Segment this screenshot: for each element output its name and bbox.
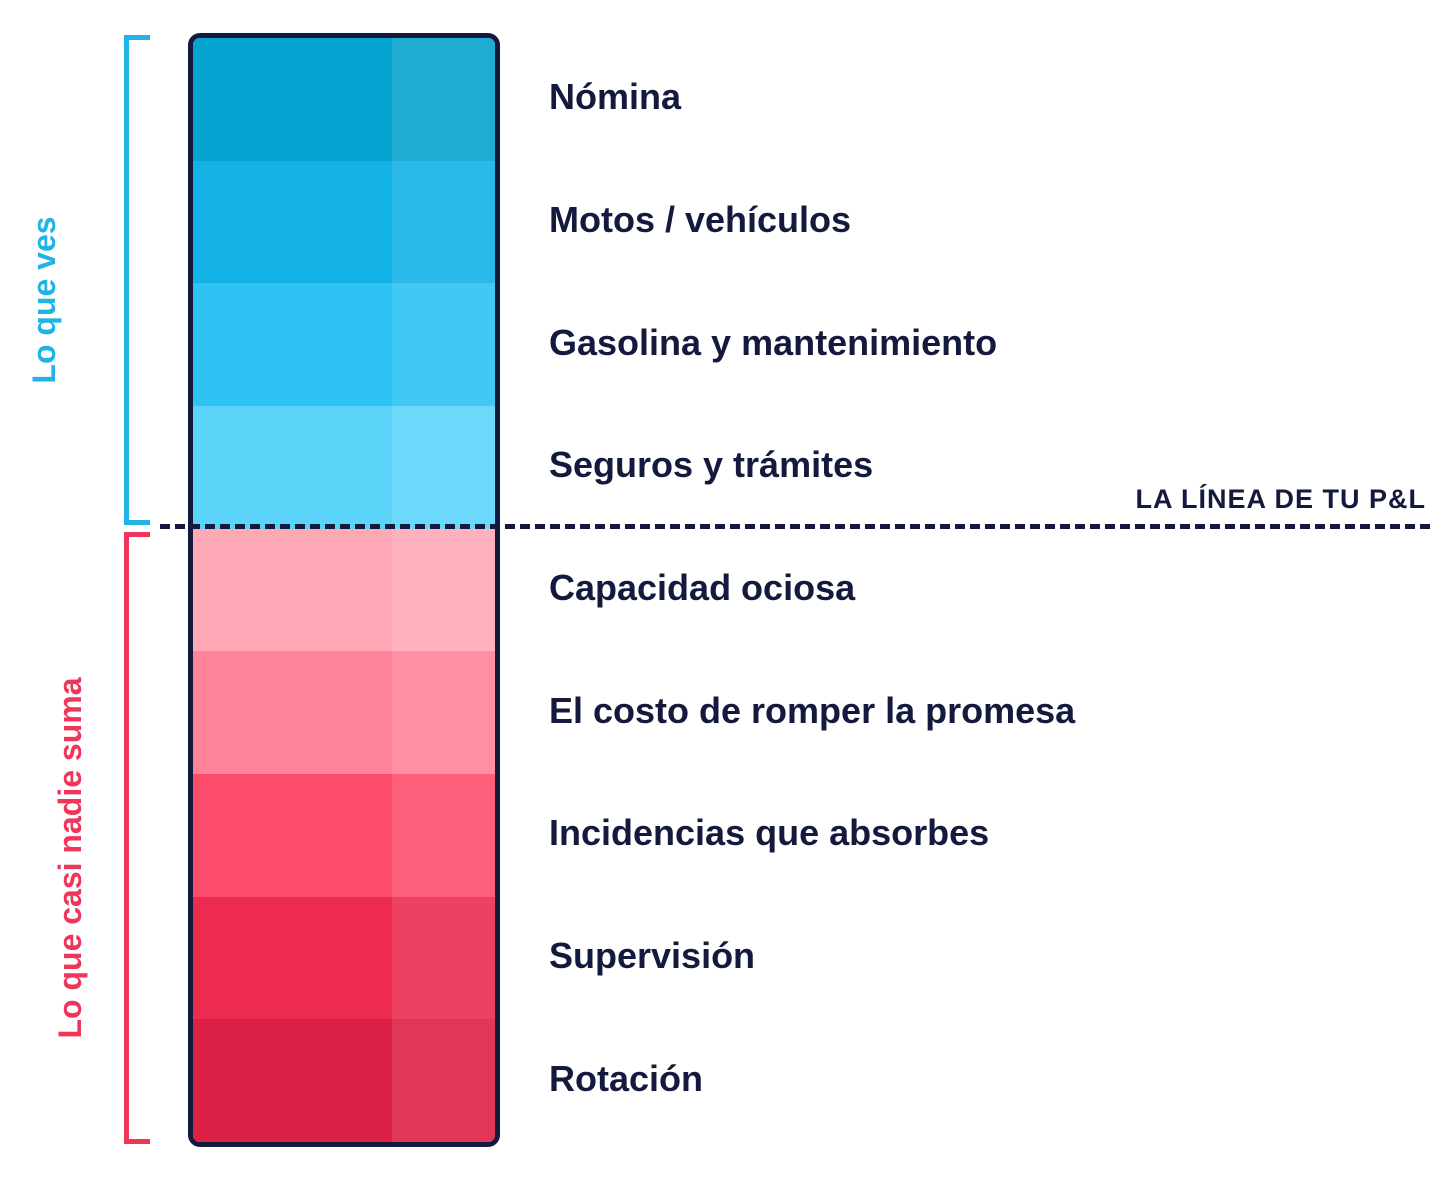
cost-segment: [193, 283, 495, 407]
visible-costs-bracket: [124, 35, 150, 525]
cost-item-label: Motos / vehículos: [549, 199, 852, 240]
pl-line-label: LA LÍNEA DE TU P&L: [1135, 484, 1426, 514]
pl-dashed-line: [160, 524, 1430, 529]
cost-item-label: Gasolina y mantenimiento: [549, 321, 998, 363]
segment-sheen: [392, 38, 495, 162]
cost-segment: [193, 528, 495, 652]
cost-item-label: Rotación: [549, 1057, 704, 1099]
segment-sheen: [392, 896, 495, 1020]
cost-segment: [193, 651, 495, 775]
cost-item-label: Capacidad ociosa: [549, 567, 856, 608]
cost-segment: [193, 406, 495, 530]
cost-item-label: Incidencias que absorbes: [549, 812, 990, 854]
cost-item-label: Seguros y trámites: [549, 444, 874, 486]
segment-sheen: [392, 1019, 495, 1142]
cost-segment: [193, 896, 495, 1020]
cost-segment: [193, 38, 495, 162]
segment-sheen: [392, 774, 495, 898]
cost-stack-column: [188, 33, 500, 1147]
hidden-costs-label: Lo que casi nadie suma: [52, 677, 88, 1039]
segment-sheen: [392, 160, 495, 284]
visible-costs-label: Lo que ves: [26, 216, 62, 384]
cost-segment: [193, 160, 495, 284]
hidden-costs-bracket: [124, 532, 150, 1144]
cost-segment: [193, 774, 495, 898]
cost-item-label: Nómina: [549, 76, 682, 118]
cost-segment: [193, 1019, 495, 1142]
segment-sheen: [392, 528, 495, 652]
segment-sheen: [392, 283, 495, 407]
segment-sheen: [392, 651, 495, 775]
cost-item-label: Supervisión: [549, 935, 756, 976]
cost-item-label: El costo de romper la promesa: [549, 689, 1076, 731]
segment-sheen: [392, 406, 495, 530]
